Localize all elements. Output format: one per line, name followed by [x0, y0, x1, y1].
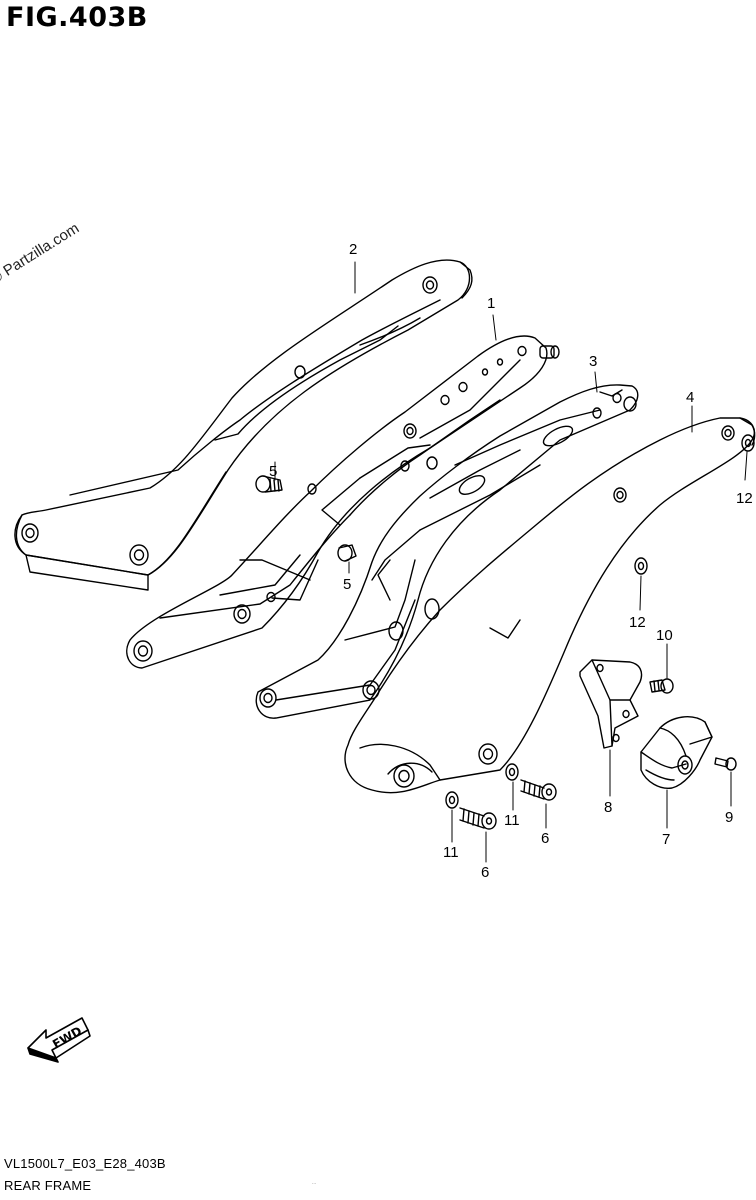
callout-part-11-right: 11 — [504, 812, 520, 829]
part-4-frame-bar — [344, 417, 756, 794]
leader-lines — [274, 261, 748, 863]
part-5-bolt-lower — [337, 544, 357, 562]
callout-part-2: 2 — [349, 241, 357, 258]
part-8-bracket — [579, 659, 643, 749]
callout-part-5-lower: 5 — [343, 576, 351, 593]
fine-print: ... — [312, 1180, 317, 1186]
part-5-bolt-upper — [255, 475, 283, 493]
callout-part-12-lower: 12 — [629, 614, 646, 631]
callout-part-1: 1 — [487, 295, 495, 312]
callout-part-9: 9 — [725, 809, 733, 826]
callout-part-8: 8 — [604, 799, 612, 816]
diagram-name: REAR FRAME — [4, 1178, 92, 1193]
callout-part-6-right: 6 — [541, 830, 549, 847]
part-2-frame-bar — [14, 259, 473, 591]
callout-part-3: 3 — [589, 353, 597, 370]
callout-numbers: 1 2 3 4 5 5 6 6 7 8 9 10 11 11 12 12 — [269, 241, 753, 881]
part-6-bolt-left — [459, 807, 497, 830]
part-11-washer-left — [445, 791, 459, 809]
diagram-code: VL1500L7_E03_E28_403B — [4, 1156, 166, 1171]
part-12-washer-upper — [741, 434, 755, 452]
part-3-frame-rail — [255, 384, 639, 719]
callout-part-11-left: 11 — [443, 844, 459, 861]
part-9-screw — [714, 757, 737, 771]
callout-part-4: 4 — [686, 389, 694, 406]
callout-part-7: 7 — [662, 831, 670, 848]
part-7-mount-block — [640, 716, 713, 789]
fwd-arrow: FWD — [27, 1017, 91, 1063]
part-10-bolt — [649, 678, 674, 694]
part-6-bolt-right — [520, 779, 557, 801]
part-1-frame-rail — [126, 335, 560, 669]
callout-part-12-upper: 12 — [736, 490, 753, 507]
callout-part-6-left: 6 — [481, 864, 489, 881]
figure-title: FIG.403B — [6, 2, 148, 33]
part-11-washer-right — [505, 763, 519, 781]
callout-part-10: 10 — [656, 627, 673, 644]
part-12-washer-lower — [634, 557, 648, 575]
callout-part-5-upper: 5 — [269, 463, 277, 480]
